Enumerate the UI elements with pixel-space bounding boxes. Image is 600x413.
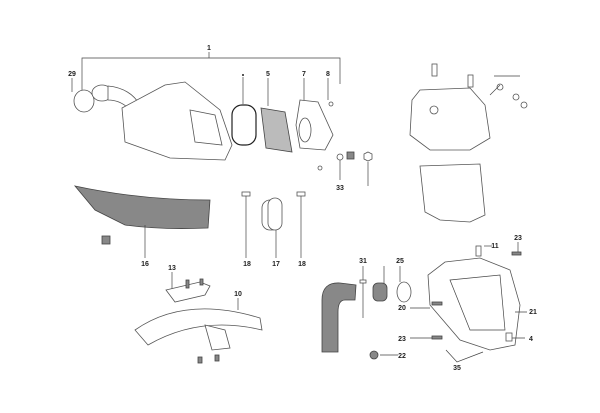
airbox-cover-7 — [295, 78, 334, 151]
callout-10: 10 — [234, 291, 242, 298]
callout-22: 22 — [398, 353, 406, 360]
callout-31: 31 — [359, 258, 367, 265]
engine-cover-plate — [409, 63, 528, 223]
screw-8 — [317, 78, 334, 171]
callout-29: 29 — [68, 71, 76, 78]
callout-23-top: 23 — [514, 235, 522, 242]
air-filter-5 — [260, 78, 293, 153]
callout-18-left: 18 — [243, 261, 251, 268]
airbox-housing — [121, 81, 233, 161]
bolt-18-right — [296, 191, 306, 258]
hose-31 — [321, 266, 367, 353]
callout-4: 4 — [529, 336, 533, 343]
callout-25: 25 — [396, 258, 404, 265]
callout-17: 17 — [272, 261, 280, 268]
heat-shield-16 — [73, 185, 211, 258]
callout-21: 21 — [529, 309, 537, 316]
callout-11: 11 — [491, 243, 499, 250]
fender-10 — [134, 298, 263, 364]
callout-35: 35 — [453, 365, 461, 372]
callout-23-bottom: 23 — [398, 336, 406, 343]
callout-33: 33 — [336, 185, 344, 192]
intake-boot-17 — [261, 197, 283, 258]
clamp-25 — [372, 266, 412, 303]
callout-16: 16 — [141, 261, 149, 268]
callout-8: 8 — [326, 71, 330, 78]
callout-18-right: 18 — [298, 261, 306, 268]
bracket-13 — [165, 272, 211, 303]
callout-13: 13 — [168, 265, 176, 272]
callout-5: 5 — [266, 71, 270, 78]
plug-33 — [336, 151, 373, 186]
side-frame-cover — [369, 242, 527, 363]
callout-1: 1 — [207, 45, 211, 52]
bolt-18-left — [241, 191, 251, 258]
callout-20: 20 — [398, 305, 406, 312]
airbox-gasket — [231, 74, 257, 146]
callout-7: 7 — [302, 71, 306, 78]
assembly-bracket — [81, 52, 341, 90]
hose-clamp-29 — [71, 78, 95, 113]
